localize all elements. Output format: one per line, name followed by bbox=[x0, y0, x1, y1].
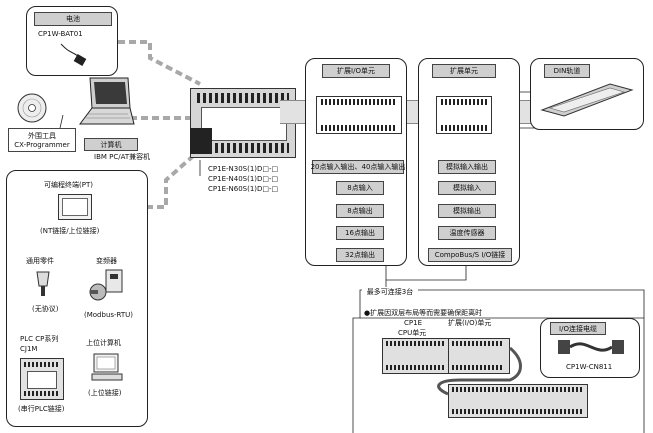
computer-compat: IBM PC/AT兼容机 bbox=[94, 153, 151, 161]
exp-unit-item-3: 模拟输出 bbox=[438, 204, 496, 218]
exp-unit-item-5: CompoBus/S I/O链接 bbox=[428, 248, 512, 262]
software-box: 外围工具 CX-Programmer bbox=[8, 128, 76, 152]
max-units-note: 最多可连接3台 bbox=[362, 287, 418, 297]
computer-title: 计算机 bbox=[84, 138, 138, 151]
bottom-exp-label: 扩展(I/O)单元 bbox=[448, 319, 492, 327]
bottom-exp-image bbox=[448, 338, 510, 374]
io-unit-image bbox=[316, 96, 402, 134]
bottom-cpu-line-1: CP1E bbox=[404, 319, 422, 327]
pt-label: 可编程终端(PT) bbox=[44, 181, 93, 189]
cpu-terminal-bottom bbox=[197, 143, 289, 153]
cpu-model-2: CP1E-N40S(1)D□-□ bbox=[208, 175, 279, 183]
cpu-model-3: CP1E-N60S(1)D□-□ bbox=[208, 185, 279, 193]
io-cable-model: CP1W-CN811 bbox=[566, 363, 613, 371]
plc-link: (串行PLC链接) bbox=[18, 405, 65, 413]
inverter-icon bbox=[89, 269, 123, 301]
pt-icon bbox=[58, 194, 92, 220]
din-rail-title: DIN轨道 bbox=[544, 64, 590, 78]
plc-icon bbox=[20, 358, 64, 400]
io-unit-item-1: 20点输入输出、40点输入输出 bbox=[311, 160, 405, 174]
exp-unit-item-1: 模拟输入输出 bbox=[438, 160, 496, 174]
io-cable-title: I/O连接电缆 bbox=[550, 322, 606, 335]
laptop-icon bbox=[79, 77, 135, 125]
exp-unit-image bbox=[436, 96, 492, 134]
io-unit-item-5: 32点输出 bbox=[336, 248, 384, 262]
bottom-cpu-image bbox=[382, 338, 450, 374]
inverter-link: (Modbus-RTU) bbox=[84, 311, 134, 319]
software-line-2: CX-Programmer bbox=[14, 141, 70, 149]
exp-unit-item-4: 温度传感器 bbox=[438, 226, 496, 240]
io-unit-item-3: 8点输出 bbox=[336, 204, 384, 218]
bottom-row2-image bbox=[448, 384, 588, 418]
cpu-port-block bbox=[190, 128, 212, 154]
io-cable-icon bbox=[558, 340, 624, 354]
host-label: 上位计算机 bbox=[86, 339, 121, 347]
layout-note: ●扩展因双层布局等而需要确保距离时 bbox=[364, 309, 483, 317]
cpu-model-1: CP1E-N30S(1)D□-□ bbox=[208, 165, 279, 173]
io-units-title: 扩展I/O单元 bbox=[322, 64, 390, 78]
host-link: (上位链接) bbox=[88, 389, 122, 397]
cpu-panel bbox=[201, 107, 287, 141]
peripheral-cable bbox=[146, 148, 202, 209]
battery-title: 电池 bbox=[34, 12, 112, 26]
pt-link: (NT链接/上位链接) bbox=[40, 227, 100, 235]
battery-model: CP1W-BAT01 bbox=[38, 30, 83, 38]
host-computer-icon bbox=[91, 353, 123, 381]
exp-units-title: 扩展单元 bbox=[432, 64, 496, 78]
barcode-reader-icon bbox=[36, 271, 50, 296]
software-line-1: 外围工具 bbox=[28, 132, 56, 140]
io-cable-path bbox=[437, 346, 522, 396]
plc-label-2: CJ1M bbox=[20, 345, 38, 353]
battery-icon bbox=[60, 43, 87, 66]
exp-unit-item-2: 模拟输入 bbox=[438, 181, 496, 195]
general-link: (无协议) bbox=[32, 305, 59, 313]
general-label: 通用零件 bbox=[26, 257, 54, 265]
io-unit-item-4: 16点输出 bbox=[336, 226, 384, 240]
bottom-cpu-line-2: CPU单元 bbox=[398, 329, 427, 337]
inverter-label: 变频器 bbox=[96, 257, 117, 265]
battery-cable bbox=[118, 40, 201, 86]
din-rail-icon bbox=[540, 83, 634, 117]
cd-rom-icon bbox=[17, 93, 47, 123]
io-unit-item-2: 8点输入 bbox=[336, 181, 384, 195]
plc-label-1: PLC CP系列 bbox=[20, 335, 59, 343]
cpu-terminal-top bbox=[197, 93, 289, 103]
